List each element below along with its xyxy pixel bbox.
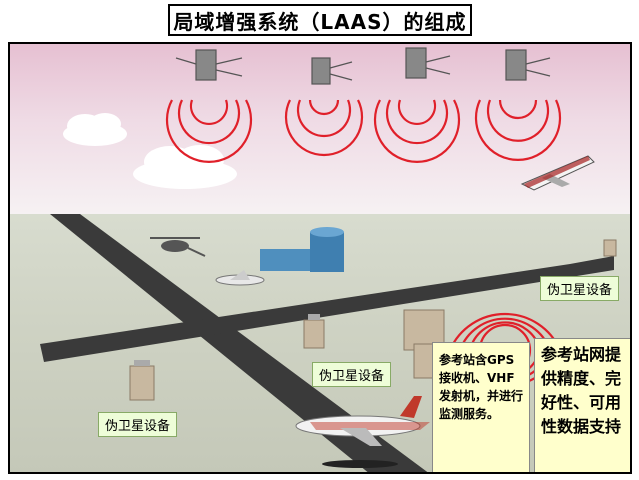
pseudolite-icon <box>129 360 155 401</box>
runway-diagonal <box>50 214 428 472</box>
pseudolite-icon <box>303 314 325 349</box>
satellite-icon <box>505 49 551 81</box>
laas-scene: 伪卫星设备 伪卫星设备 伪卫星设备 参考站含GPS接收机、VHF发射机，并进行监… <box>8 42 632 474</box>
airplane-icon <box>520 155 595 191</box>
scene-graphics <box>40 47 617 472</box>
terminal-building-icon <box>260 227 344 272</box>
pseudolite-label-middle: 伪卫星设备 <box>312 362 392 387</box>
airplane-icon <box>295 396 430 468</box>
satellite-wave-group <box>165 99 562 163</box>
satellite-icon <box>405 47 451 79</box>
pseudolite-label-right: 伪卫星设备 <box>540 276 620 301</box>
reference-network-description: 参考站网提供精度、完好性、可用性数据支持 <box>534 338 630 472</box>
pseudolite-label-left: 伪卫星设备 <box>98 412 178 437</box>
reference-station-description: 参考站含GPS接收机、VHF发射机，并进行监测服务。 <box>432 342 530 472</box>
satellite-icon <box>311 57 353 85</box>
diagram-title: 局域增强系统（LAAS）的组成 <box>168 4 472 36</box>
cloud-icon <box>133 145 237 189</box>
airplane-icon <box>215 270 265 286</box>
helicopter-icon <box>150 237 206 257</box>
cloud-icon <box>63 113 127 146</box>
satellite-icon <box>175 49 243 81</box>
pseudolite-icon <box>603 239 617 257</box>
runway-horizontal <box>40 256 614 362</box>
